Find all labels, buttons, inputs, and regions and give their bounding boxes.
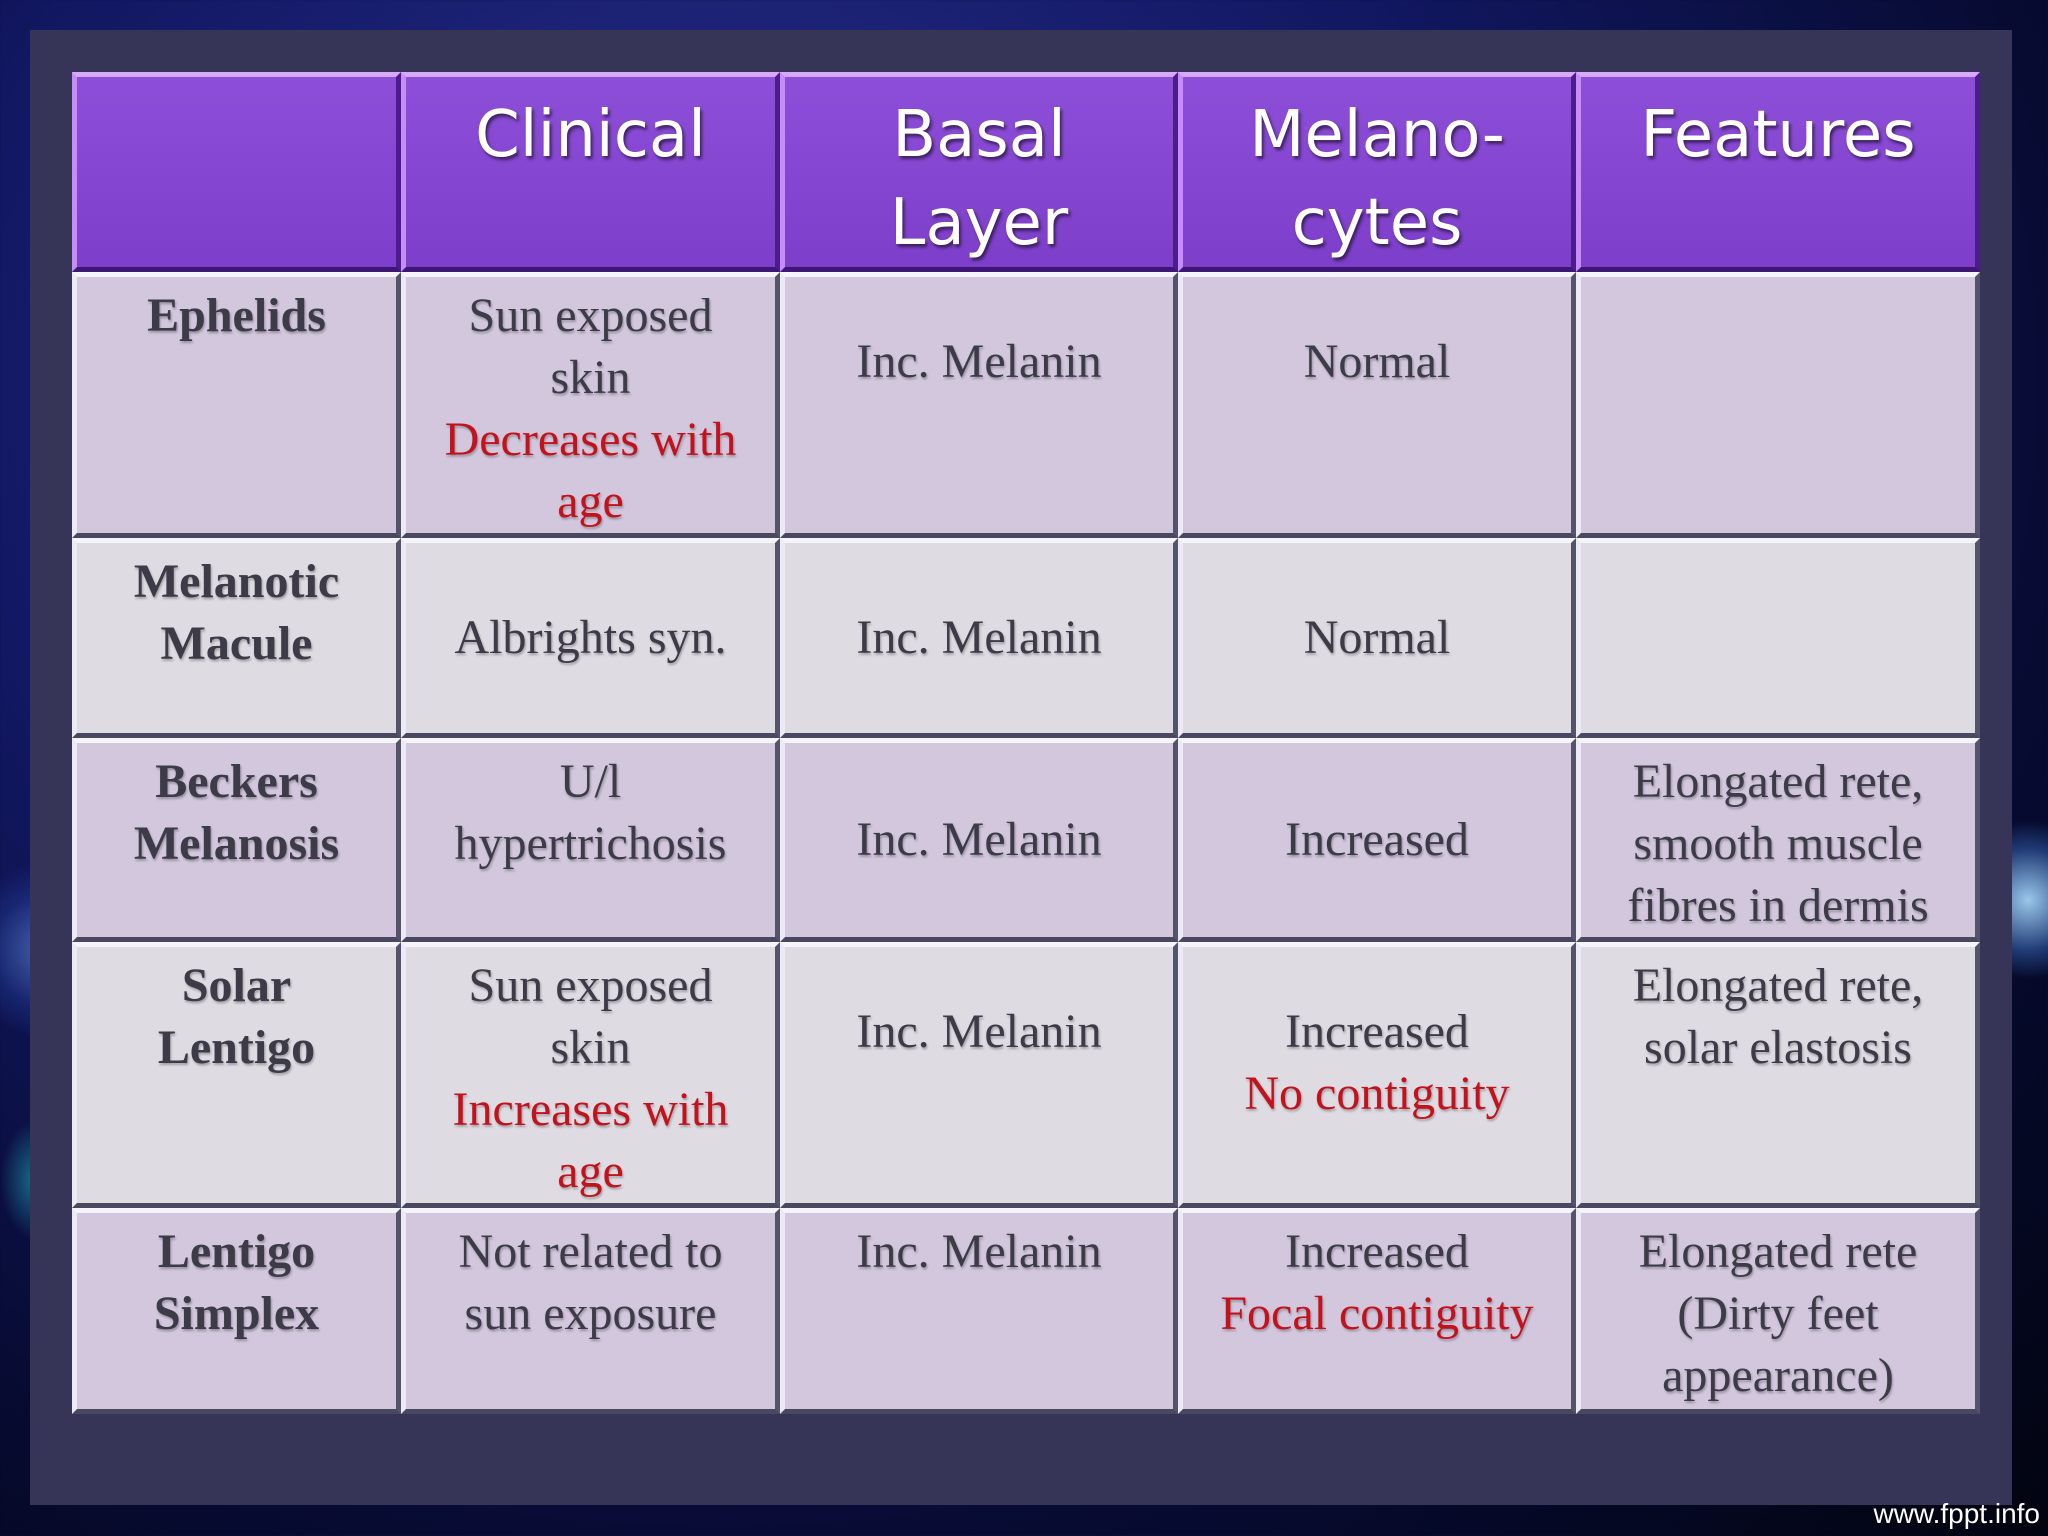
cell-ephelids-clinical: Sun exposed skin Decreases with age [401, 272, 780, 538]
header-melanocytes: Melano- cytes [1178, 72, 1576, 272]
cell-beckers-melanosis-clinical: U/l hypertrichosis [401, 738, 780, 942]
row-name-beckers-melanosis: Beckers Melanosis [72, 738, 401, 942]
header-features: Features [1576, 72, 1980, 272]
cell-beckers-melanosis-basal: Inc. Melanin [780, 738, 1178, 942]
cell-melanotic-macule-melanocytes: Normal [1178, 538, 1576, 738]
footer-url: www.fppt.info [1873, 1498, 2040, 1529]
cell-lentigo-simplex-clinical: Not related to sun exposure [401, 1208, 780, 1414]
row-name-lentigo-simplex: Lentigo Simplex [72, 1208, 401, 1414]
cell-beckers-melanosis-features: Elongated rete, smooth muscle fibres in … [1576, 738, 1980, 942]
row-name-melanotic-macule: Melanotic Macule [72, 538, 401, 738]
cell-melanotic-macule-basal: Inc. Melanin [780, 538, 1178, 738]
header-corner [72, 72, 401, 272]
cell-lentigo-simplex-basal: Inc. Melanin [780, 1208, 1178, 1414]
cell-ephelids-features [1576, 272, 1980, 538]
cell-lentigo-simplex-features: Elongated rete (Dirty feet appearance) [1576, 1208, 1980, 1414]
cell-solar-lentigo-basal: Inc. Melanin [780, 942, 1178, 1208]
cell-ephelids-melanocytes: Normal [1178, 272, 1576, 538]
cell-beckers-melanosis-melanocytes: Increased [1178, 738, 1576, 942]
row-name-ephelids: Ephelids [72, 272, 401, 538]
comparison-table: Clinical Basal Layer Melano- cytes Featu… [72, 72, 1980, 1444]
header-clinical: Clinical [401, 72, 780, 272]
cell-solar-lentigo-clinical: Sun exposed skin Increases with age [401, 942, 780, 1208]
cell-melanotic-macule-clinical: Albrights syn. [401, 538, 780, 738]
cell-ephelids-basal: Inc. Melanin [780, 272, 1178, 538]
cell-solar-lentigo-melanocytes: Increased No contiguity [1178, 942, 1576, 1208]
row-name-solar-lentigo: Solar Lentigo [72, 942, 401, 1208]
header-basal-layer: Basal Layer [780, 72, 1178, 272]
cell-lentigo-simplex-melanocytes: Increased Focal contiguity [1178, 1208, 1576, 1414]
cell-solar-lentigo-features: Elongated rete, solar elastosis [1576, 942, 1980, 1208]
cell-melanotic-macule-features [1576, 538, 1980, 738]
